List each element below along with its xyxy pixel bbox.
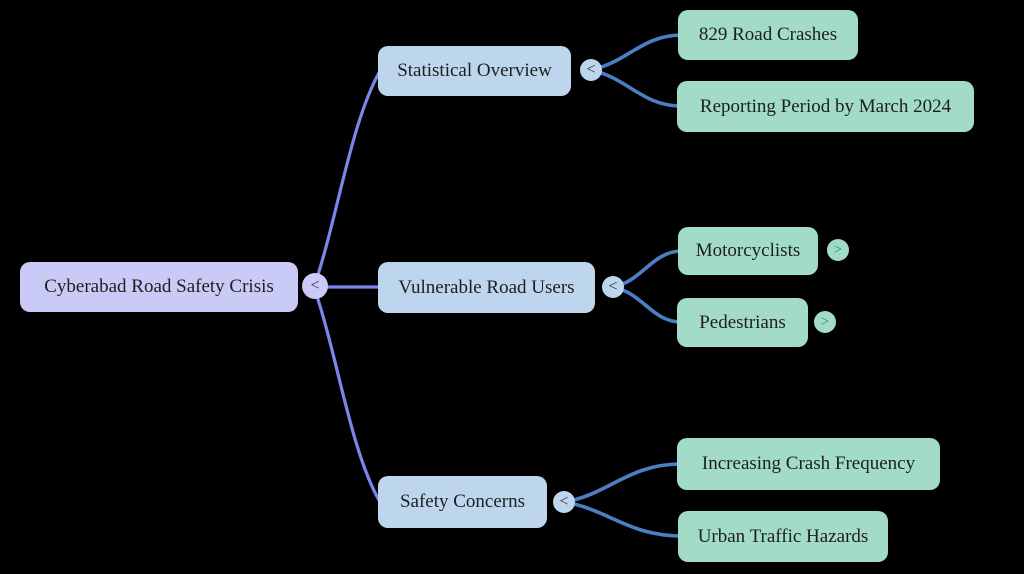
leaf-node-label: 829 Road Crashes [698, 24, 838, 45]
leaf-node-urban-traffic-hazards[interactable]: Urban Traffic Hazards [678, 511, 888, 562]
leaf-node-829-road-crashes[interactable]: 829 Road Crashes [678, 10, 858, 60]
edge-vulnerable-to-pedestrians [611, 285, 683, 324]
edge-safety-to-increasing-crash-frequency [562, 462, 683, 504]
leaf-node-label: Reporting Period by March 2024 [699, 95, 952, 117]
leaf-node-reporting-period[interactable]: Reporting Period by March 2024 [677, 81, 974, 132]
collapse-toggle-root[interactable]: < [302, 273, 328, 299]
leaf-node-motorcyclists[interactable]: Motorcyclists [678, 227, 818, 275]
branch-node-label: Vulnerable Road Users [398, 276, 575, 298]
leaf-node-increasing-crash-frequency[interactable]: Increasing Crash Frequency [677, 438, 940, 490]
leaf-node-pedestrians[interactable]: Pedestrians [677, 298, 808, 347]
edge-root-to-safety-concerns [313, 288, 382, 504]
leaf-node-label: Motorcyclists [695, 240, 801, 261]
edge-vulnerable-to-motorcyclists [611, 249, 684, 289]
branch-node-safety-concerns[interactable]: Safety Concerns [378, 476, 547, 528]
collapse-toggle-statistical-overview[interactable]: < [580, 59, 602, 81]
expand-toggle-pedestrians[interactable]: > [814, 311, 836, 333]
branch-node-label: Safety Concerns [399, 491, 526, 512]
collapse-toggle-safety-concerns[interactable]: < [553, 491, 575, 513]
leaf-node-label: Urban Traffic Hazards [697, 525, 869, 547]
leaf-node-label: Increasing Crash Frequency [701, 453, 916, 474]
edge-statistical-to-829-road-crashes [589, 33, 684, 72]
leaf-node-label: Pedestrians [699, 311, 786, 333]
root-node[interactable]: Cyberabad Road Safety Crisis [20, 262, 298, 312]
edge-safety-to-urban-traffic-hazards [562, 500, 684, 538]
root-node-label: Cyberabad Road Safety Crisis [44, 276, 274, 297]
edge-root-to-statistical-overview [313, 69, 382, 286]
branch-node-label: Statistical Overview [397, 60, 552, 81]
edge-statistical-to-reporting-period [589, 68, 683, 108]
branch-node-statistical-overview[interactable]: Statistical Overview [378, 46, 571, 96]
collapse-toggle-vulnerable-road-users[interactable]: < [602, 276, 624, 298]
branch-node-vulnerable-road-users[interactable]: Vulnerable Road Users [378, 262, 595, 313]
expand-toggle-motorcyclists[interactable]: > [827, 239, 849, 261]
